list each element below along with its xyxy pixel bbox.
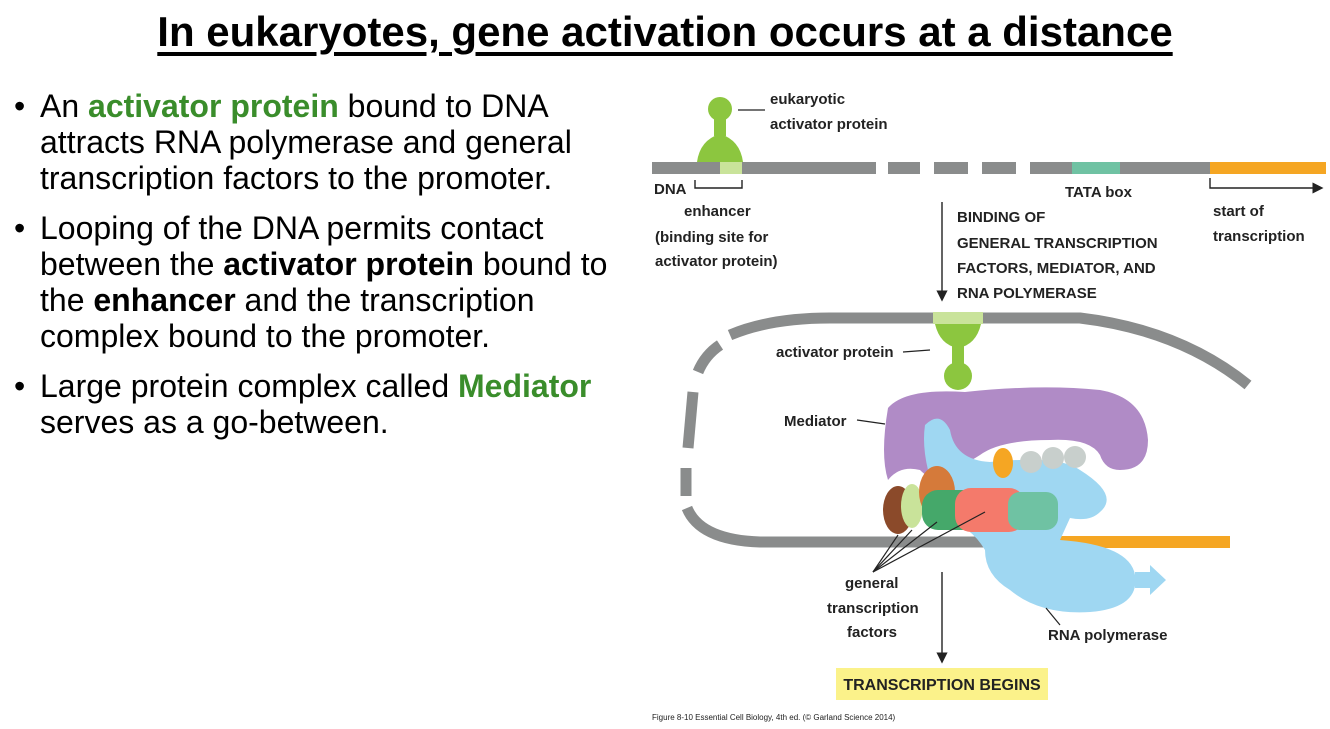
enhancer-region — [720, 162, 742, 174]
label-rna-polymerase: RNA polymerase — [1048, 627, 1168, 644]
label-eukaryotic: eukaryotic — [770, 91, 845, 108]
activator-label-line — [902, 349, 931, 353]
label-transcription-start: transcription — [1213, 228, 1305, 245]
eukaryotic-activator-protein-shape — [697, 97, 743, 162]
label-enhancer-sub-1: (binding site for — [655, 229, 768, 246]
tata-box-region — [1072, 162, 1120, 174]
bullet-2-bold-2: enhancer — [93, 282, 236, 318]
label-start-of: start of — [1213, 203, 1265, 220]
gtf-bead — [1020, 451, 1042, 473]
label-gtf-3: factors — [847, 624, 897, 641]
bullet-2-text-1: Looping of the DNA permits contact betwe… — [40, 210, 544, 282]
label-transcription-begins: TRANSCRIPTION BEGINS — [843, 677, 1041, 694]
slide-title: In eukaryotes, gene activation occurs at… — [157, 8, 1173, 55]
bullet-1-rest: bound to DNA attracts RNA polymerase and… — [40, 88, 572, 196]
gtf-orange — [993, 448, 1013, 478]
bullet-2-bold-1: activator protein — [223, 246, 474, 282]
enhancer-region-loop — [933, 312, 983, 324]
label-tata-box: TATA box — [1065, 184, 1133, 201]
dna-segment — [1030, 162, 1072, 174]
transcription-begins-box — [836, 668, 1048, 700]
label-enhancer: enhancer — [684, 203, 751, 220]
dna-gap-segment — [982, 162, 1016, 174]
label-binding-4: RNA POLYMERASE — [957, 285, 1097, 302]
dna-segment — [1120, 162, 1210, 174]
figure-caption: Figure 8-10 Essential Cell Biology, 4th … — [652, 713, 896, 722]
bullet-list: • An activator protein bound to DNA attr… — [14, 88, 614, 454]
bullet-3: • Large protein complex called Mediator … — [14, 368, 614, 440]
label-dna: DNA — [654, 181, 687, 198]
label-binding-1: BINDING OF — [957, 209, 1045, 226]
bullet-3-text-2: serves as a go-between. — [40, 404, 389, 440]
gtf-teal — [1008, 492, 1058, 530]
dna-gap-segment — [934, 162, 968, 174]
bullet-dot: • — [14, 210, 26, 246]
dna-gap-segment — [888, 162, 920, 174]
linear-dna — [652, 162, 1326, 174]
bullet-3-text-1: Large protein complex called — [40, 368, 459, 404]
bullet-3-green: Mediator — [458, 368, 592, 404]
gtf-light-green — [901, 484, 923, 528]
bullet-2-text-3: and the transcription complex bound to t… — [40, 282, 535, 354]
bullet-2-text-2: bound to the — [40, 246, 608, 318]
bullet-1: • An activator protein bound to DNA attr… — [14, 88, 614, 196]
transcription-direction-arrow — [1135, 565, 1166, 595]
label-gtf-1: general — [845, 575, 898, 592]
activator-protein-bound-shape — [935, 324, 981, 390]
dna-segment — [742, 162, 876, 174]
enhancer-bracket — [694, 180, 743, 189]
gtf-salmon — [955, 488, 1025, 532]
transcribed-region — [1210, 162, 1326, 174]
label-activator-protein-top: activator protein — [770, 116, 888, 133]
bullet-2: • Looping of the DNA permits contact bet… — [14, 210, 614, 354]
looped-dna — [680, 312, 1252, 548]
label-gtf-2: transcription — [827, 600, 919, 617]
bullet-1-emph: activator protein — [88, 88, 339, 124]
label-mediator: Mediator — [784, 413, 847, 430]
label-enhancer-sub-2: activator protein) — [655, 253, 778, 270]
dna-segment — [652, 162, 720, 174]
label-binding-3: FACTORS, MEDIATOR, AND — [957, 260, 1156, 277]
start-arrow — [1209, 178, 1324, 194]
label-activator-protein: activator protein — [776, 344, 894, 361]
label-binding-2: GENERAL TRANSCRIPTION — [957, 235, 1158, 252]
mediator-label-line — [856, 419, 886, 425]
gtf-bead — [1042, 447, 1064, 469]
gtf-bead — [1064, 446, 1086, 468]
gtf-pointer-lines — [872, 511, 986, 573]
bullet-1-prefix: An — [40, 88, 89, 124]
bullet-dot: • — [14, 368, 26, 404]
bullet-dot: • — [14, 88, 26, 124]
rnap-label-line — [1045, 607, 1061, 626]
